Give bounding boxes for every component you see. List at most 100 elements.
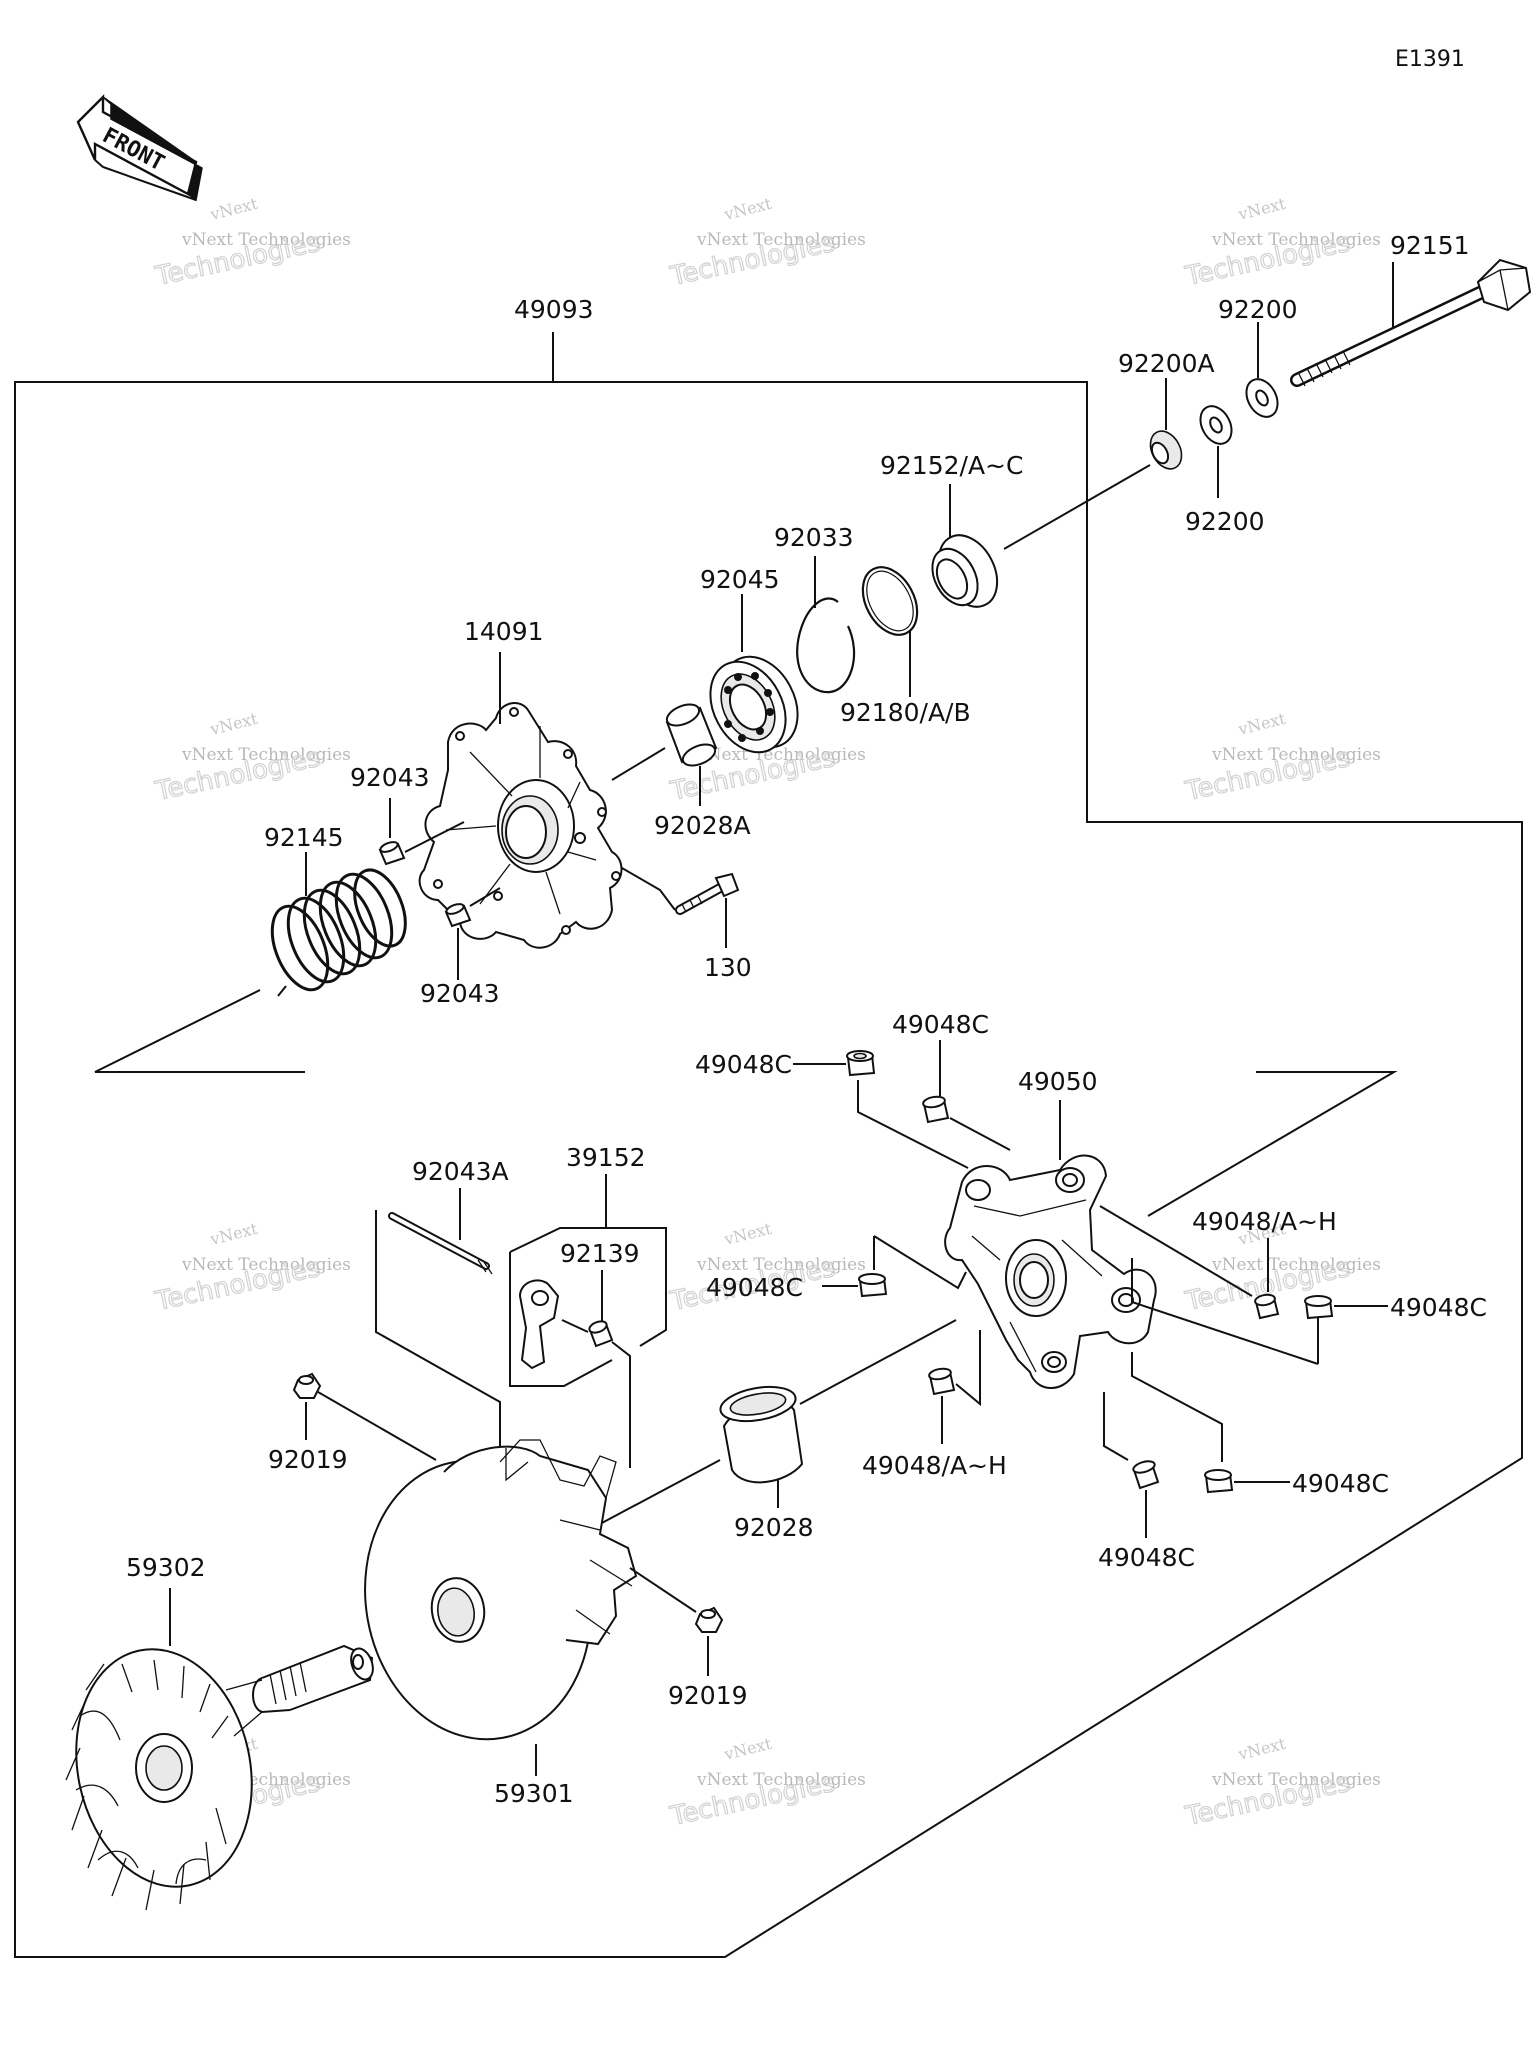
svg-text:vNext: vNext [1235,709,1288,739]
watermark: vNext vNext Technologies Technologies [667,1219,866,1318]
assembly-border [14,381,1523,1958]
svg-text:vNext: vNext [721,1219,774,1249]
assembly-line-button-bottom [955,1330,981,1407]
label-59301: 59301 [494,1779,574,1808]
svg-text:vNext: vNext [207,194,260,224]
nut-92019-left-icon [292,1372,322,1399]
label-92151: 92151 [1390,231,1470,260]
assembly-line-right-bracket [1131,1258,1319,1365]
label-14091: 14091 [464,617,544,646]
label-92033: 92033 [774,523,854,552]
circlip-92033-icon [796,597,856,694]
label-92145: 92145 [264,823,344,852]
label-49048C-b: 49048C [892,1010,989,1039]
button-49048C-b-icon [922,1095,950,1124]
assembly-line-92028 [799,1319,957,1405]
front-arrow-icon: FRONT [76,94,203,202]
assembly-line-button-r2 [1131,1352,1223,1462]
label-92028: 92028 [734,1513,814,1542]
svg-text:vNext Technologies: vNext Technologies [1211,1255,1381,1275]
assembly-line-92028-left [599,1459,721,1525]
bolt-130-icon [675,872,740,915]
pin-92043-lower-icon [444,903,472,928]
diagram-code: E1391 [1395,47,1465,72]
bushing-92200A-icon [1149,430,1183,470]
button-49048C-mid-icon [858,1273,888,1298]
assembly-line-14091 [611,747,666,781]
svg-text:vNext Technologies: vNext Technologies [696,1770,866,1790]
watermark: vNext vNext Technologies Technologies [1182,194,1381,293]
assembly-line-top [1003,464,1151,550]
label-49048C-bot: 49048C [1098,1543,1195,1572]
spider-plate-14091-icon [418,702,623,949]
watermark: vNext vNext Technologies Technologies [1182,709,1381,808]
svg-text:vNext Technologies: vNext Technologies [696,745,866,765]
svg-text:vNext: vNext [207,709,260,739]
assembly-line-92019-left [317,1391,437,1461]
spider-49050-icon [944,1154,1157,1389]
assembly-line-button-a [857,1080,969,1169]
assembly-line-pin-top [404,821,465,853]
washer-92200-lower-icon [1199,405,1233,445]
watermark: vNext vNext Technologies Technologies [667,194,866,293]
label-92043-bottom: 92043 [420,979,500,1008]
roller-92139-icon [588,1320,614,1348]
assembly-line-92139 [561,1319,589,1333]
weight-39152-icon [518,1279,560,1370]
label-92043-top: 92043 [350,763,430,792]
svg-text:vNext: vNext [1235,194,1288,224]
label-49048C-right: 49048C [1390,1293,1487,1322]
assembly-line-spring [94,989,305,1073]
watermark: vNext vNext Technologies Technologies [152,709,351,808]
svg-text:vNext: vNext [1235,1734,1288,1764]
label-49093: 49093 [514,295,594,324]
label-92139: 92139 [560,1239,640,1268]
label-49048H-bottom: 49048/A~H [862,1451,1007,1480]
fixed-sheave-59302-icon [65,1644,374,1911]
assembly-line-92019-bottom [629,1567,697,1613]
movable-sheave-59301-icon [364,1439,638,1741]
label-49050: 49050 [1018,1067,1098,1096]
washer-92200-icon [1245,378,1279,418]
svg-text:vNext Technologies: vNext Technologies [181,230,351,250]
watermarks: vNext vNext Technologies Technologies vN… [152,194,1381,1833]
button-49048C-r2-icon [1204,1469,1234,1494]
button-49048H-right-icon [1254,1293,1280,1320]
svg-text:vNext: vNext [207,1219,260,1249]
label-92152: 92152/A~C [880,451,1023,480]
assembly-line-button-mid [873,1235,967,1290]
label-49048C-mid: 49048C [706,1273,803,1302]
assembly-line-button-right [1099,1205,1253,1297]
button-49048C-a-icon [846,1050,876,1077]
bearing-92045-icon [709,655,799,754]
pin-92043A-icon [388,1212,493,1275]
snap-ring-92180-icon [861,566,919,636]
svg-text:vNext: vNext [721,1734,774,1764]
button-49048C-right-icon [1304,1295,1334,1320]
label-92043A: 92043A [412,1157,509,1186]
bracket-39152-left [509,1252,613,1387]
assembly-line-130 [621,867,676,911]
bushing-92028-icon [719,1385,804,1484]
label-92028A: 92028A [654,811,751,840]
label-49048C-r2: 49048C [1292,1469,1389,1498]
assembly-line-weight [611,1341,631,1468]
button-49048C-bot-icon [1132,1460,1160,1490]
spring-92145-icon [270,868,407,997]
label-92200-top: 92200 [1218,295,1298,324]
label-130: 130 [704,953,752,982]
label-59302: 59302 [126,1553,206,1582]
assembly-line-92043A [375,1210,501,1458]
pin-92043-icon [378,841,406,866]
label-39152: 39152 [566,1143,646,1172]
nut-92019-bottom-icon [694,1606,724,1633]
label-92180: 92180/A/B [840,698,971,727]
bushing-92028A-icon [665,703,718,767]
svg-text:vNext: vNext [721,194,774,224]
svg-text:vNext Technologies: vNext Technologies [181,745,351,765]
svg-text:vNext Technologies: vNext Technologies [1211,1770,1381,1790]
watermark: vNext vNext Technologies Technologies [667,1734,866,1833]
watermark: vNext vNext Technologies Technologies [152,194,351,293]
label-92019-bottom: 92019 [668,1681,748,1710]
